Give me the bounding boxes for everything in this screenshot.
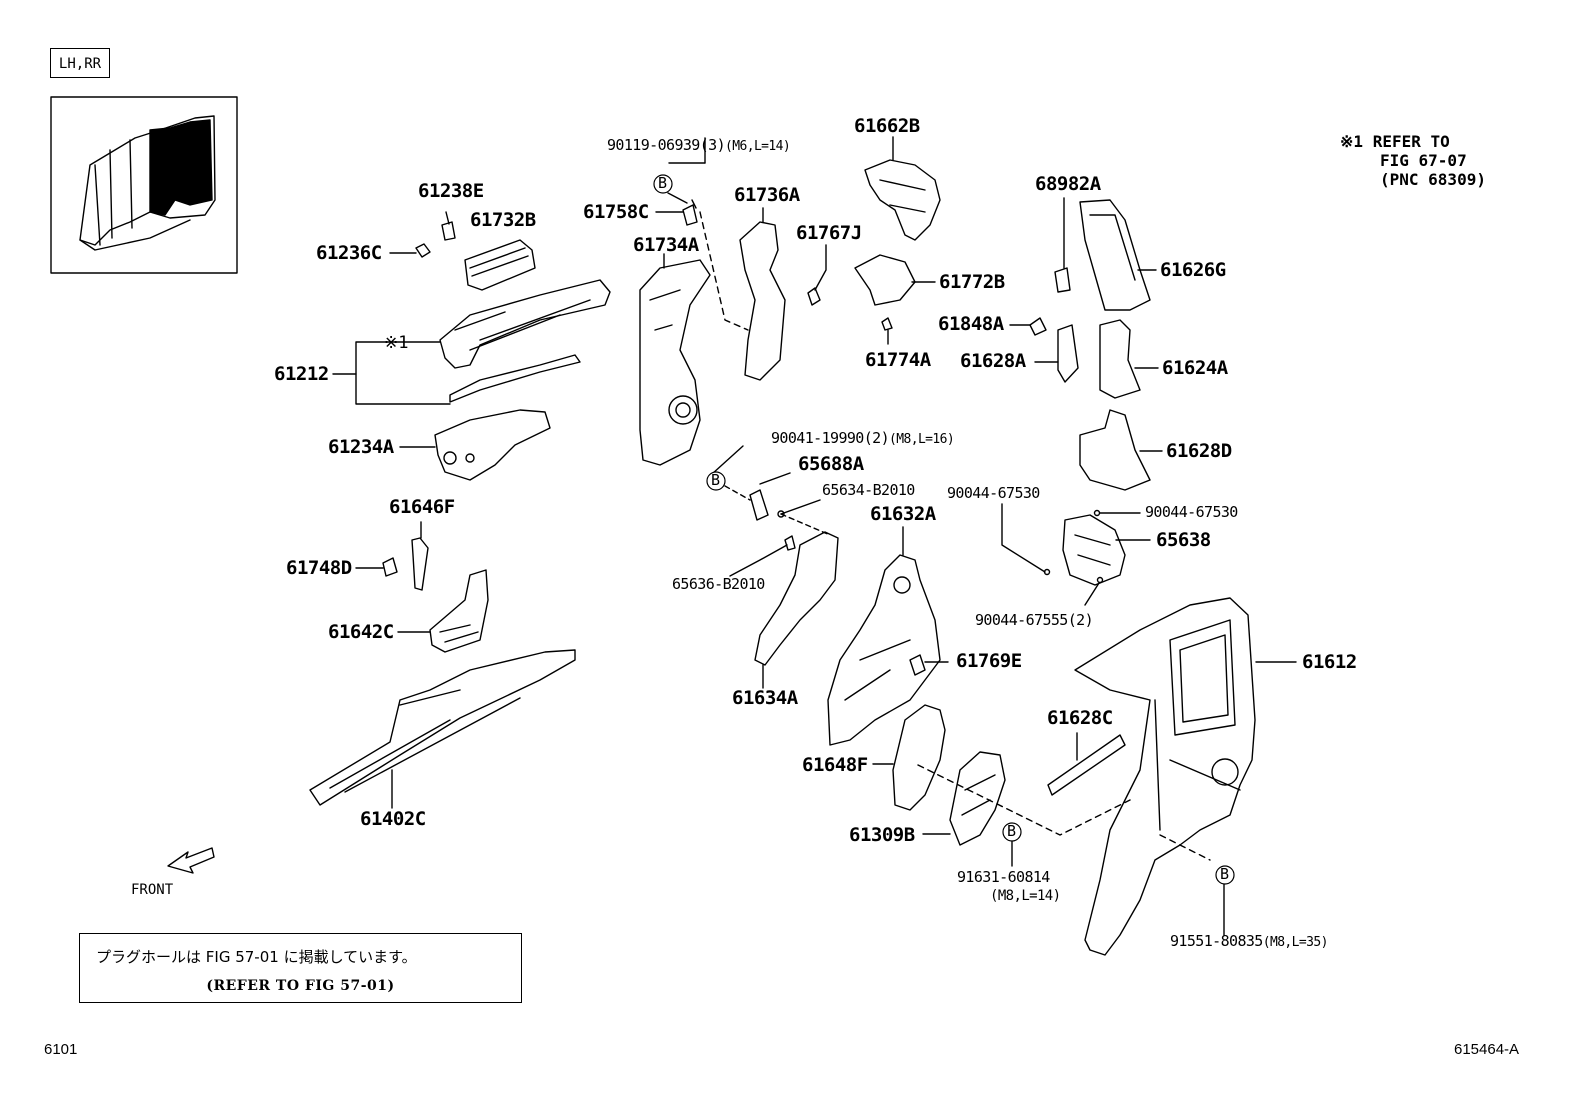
overview-thumbnail [79,115,216,251]
callout-61628D[interactable]: 61628D [1166,440,1232,462]
plug-note-en: (REFER TO FIG 57-01) [206,978,395,994]
fastener-91631-spec: (M8,L=14) [990,888,1061,904]
callout-61624A[interactable]: 61624A [1162,357,1228,379]
b-marker: B [658,174,668,192]
callout-61662B[interactable]: 61662B [854,115,920,137]
callout-61212[interactable]: 61212 [274,363,329,385]
fastener-90041[interactable]: 90041-19990(2)(M8,L=16) [771,429,955,447]
fastener-90044-67555[interactable]: 90044-67555(2) [975,611,1094,629]
callout-61642C[interactable]: 61642C [328,621,394,643]
callout-61234A[interactable]: 61234A [328,436,394,458]
figure-code: 615464-A [1454,1041,1520,1058]
refer-note-line1: REFER TO [1372,132,1450,151]
callout-61848A[interactable]: 61848A [938,313,1004,335]
callout-61648F[interactable]: 61648F [802,754,868,776]
callout-65688A[interactable]: 65688A [798,453,864,475]
fastener-90119[interactable]: 90119-06939(3)(M6,L=14) [607,136,791,154]
callout-61767J[interactable]: 61767J [796,222,862,244]
page-code: 6101 [44,1041,78,1058]
callout-61628A[interactable]: 61628A [960,350,1026,372]
callout-65638[interactable]: 65638 [1156,529,1211,551]
b-marker: B [1007,822,1017,840]
callout-61748D[interactable]: 61748D [286,557,352,579]
callout-61236C[interactable]: 61236C [316,242,382,264]
fastener-65636[interactable]: 65636-B2010 [672,575,765,593]
callout-61646F[interactable]: 61646F [389,496,455,518]
view-label: LH,RR [50,48,110,78]
callout-61238E[interactable]: 61238E [418,180,484,202]
fastener-91551[interactable]: 91551-80835(M8,L=35) [1170,932,1328,950]
refer-note-line2: FIG 67-07 [1380,151,1467,170]
callout-61634A[interactable]: 61634A [732,687,798,709]
overview-inset-frame [50,96,238,274]
callout-61769E[interactable]: 61769E [956,650,1022,672]
callout-68982A[interactable]: 68982A [1035,173,1101,195]
callout-61774A[interactable]: 61774A [865,349,931,371]
callout-61758C[interactable]: 61758C [583,201,649,223]
callout-61736A[interactable]: 61736A [734,184,800,206]
refer-note-line3: (PNC 68309) [1380,170,1486,189]
plug-note-jp: プラグホールは FIG 57-01 に掲載しています。 [96,948,417,966]
refer-note-mark: ※1 [1340,132,1364,151]
callout-61772B[interactable]: 61772B [939,271,1005,293]
fastener-65634[interactable]: 65634-B2010 [822,481,915,499]
callout-61612[interactable]: 61612 [1302,651,1357,673]
callout-61734A[interactable]: 61734A [633,234,699,256]
note-mark: ※1 [384,333,409,353]
callout-61309B[interactable]: 61309B [849,824,915,846]
front-arrow-icon [167,847,215,874]
callout-61402C[interactable]: 61402C [360,808,426,830]
callout-61632A[interactable]: 61632A [870,503,936,525]
fastener-91631[interactable]: 91631-60814 [957,868,1050,886]
front-label: FRONT [131,882,174,898]
b-marker: B [711,471,721,489]
fastener-90044-right[interactable]: 90044-67530 [1145,503,1238,521]
plug-hole-note: プラグホールは FIG 57-01 に掲載しています。 (REFER TO FI… [79,933,522,1003]
callout-61628C[interactable]: 61628C [1047,707,1113,729]
refer-note: ※1 REFER TO FIG 67-07 (PNC 68309) [1340,132,1486,189]
callout-61732B[interactable]: 61732B [470,209,536,231]
callout-61626G[interactable]: 61626G [1160,259,1226,281]
fastener-90044-left[interactable]: 90044-67530 [947,484,1040,502]
b-marker: B [1220,865,1230,883]
